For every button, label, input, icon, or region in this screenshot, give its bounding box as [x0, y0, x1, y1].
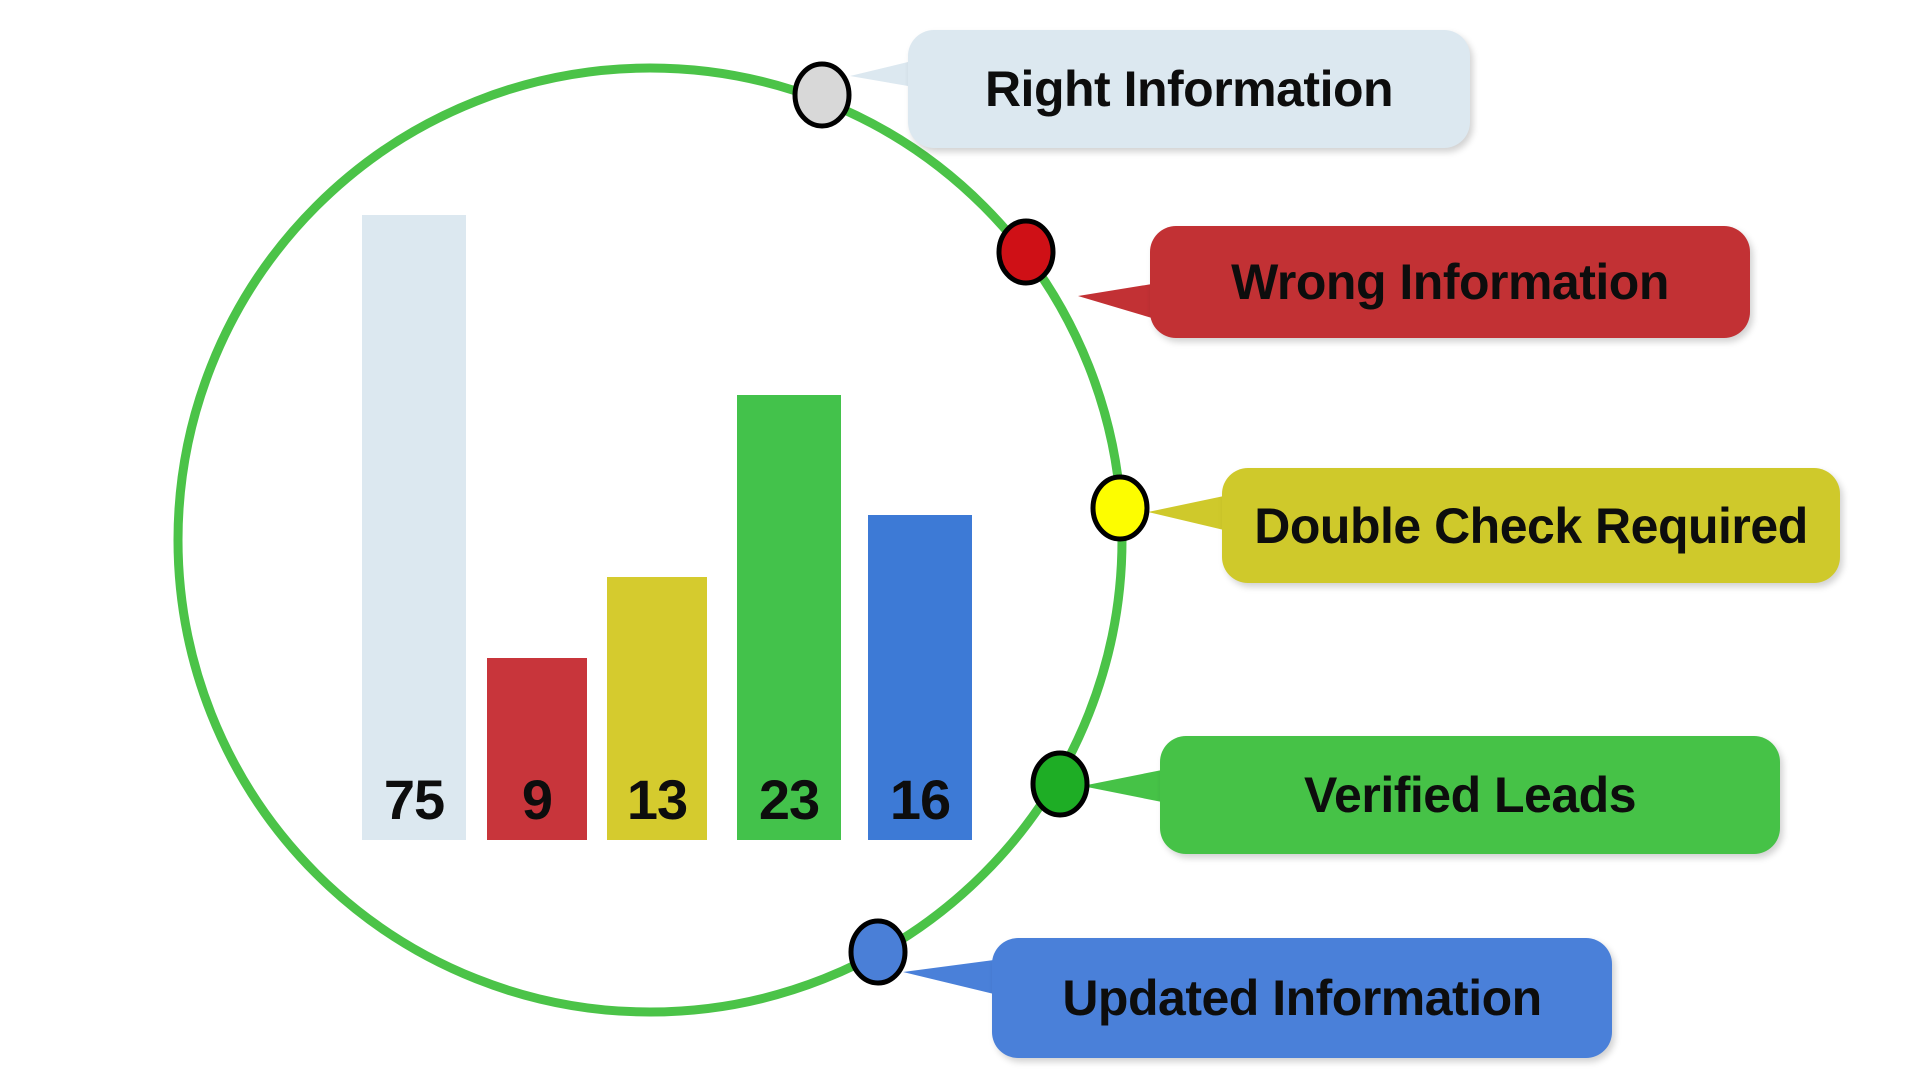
legend-marker-red: [996, 218, 1056, 286]
legend-marker-blue: [848, 918, 908, 986]
legend-marker-green: [1030, 750, 1090, 818]
bar-updated-information: 16: [868, 515, 972, 840]
bar-value-label: 13: [626, 768, 688, 831]
bar-verified-leads: 23: [737, 395, 841, 840]
green-circle-ring: [173, 63, 1127, 1017]
callout-label: Right Information: [984, 61, 1394, 117]
bar-double-check-required: 13: [607, 577, 707, 840]
legend-marker-gray: [792, 61, 852, 129]
callout-box-wrong-information: Wrong Information: [1150, 226, 1750, 338]
bar-value-label: 75: [383, 768, 445, 831]
bar-value-label: 9: [521, 768, 553, 831]
callout-tail-double-check-required: [1148, 496, 1224, 530]
callout-label: Wrong Information: [1231, 254, 1669, 310]
legend-marker-yellow: [1090, 474, 1150, 542]
callout-tail-updated-information: [903, 960, 994, 994]
callout-tail-updated-information-green: [1082, 770, 1162, 802]
callout-box-updated-information: Updated Information: [992, 938, 1612, 1058]
callout-box-verified-leads: Verified Leads: [1160, 736, 1780, 854]
callout-box-right-information: Right Information: [908, 30, 1470, 148]
bar-value-label: 16: [889, 768, 951, 831]
bar-wrong-information: 9: [487, 658, 587, 840]
bar-right-information: 75: [362, 215, 466, 840]
callout-label: Updated Information: [1062, 970, 1542, 1026]
callout-box-double-check-required: Double Check Required: [1222, 468, 1840, 583]
callout-label: Double Check Required: [1254, 497, 1808, 554]
callout-tail-wrong-information: [1078, 284, 1152, 318]
bar-value-label: 23: [758, 768, 820, 831]
callout-label: Verified Leads: [1303, 767, 1637, 823]
callout-tail-right-information: [850, 62, 908, 86]
